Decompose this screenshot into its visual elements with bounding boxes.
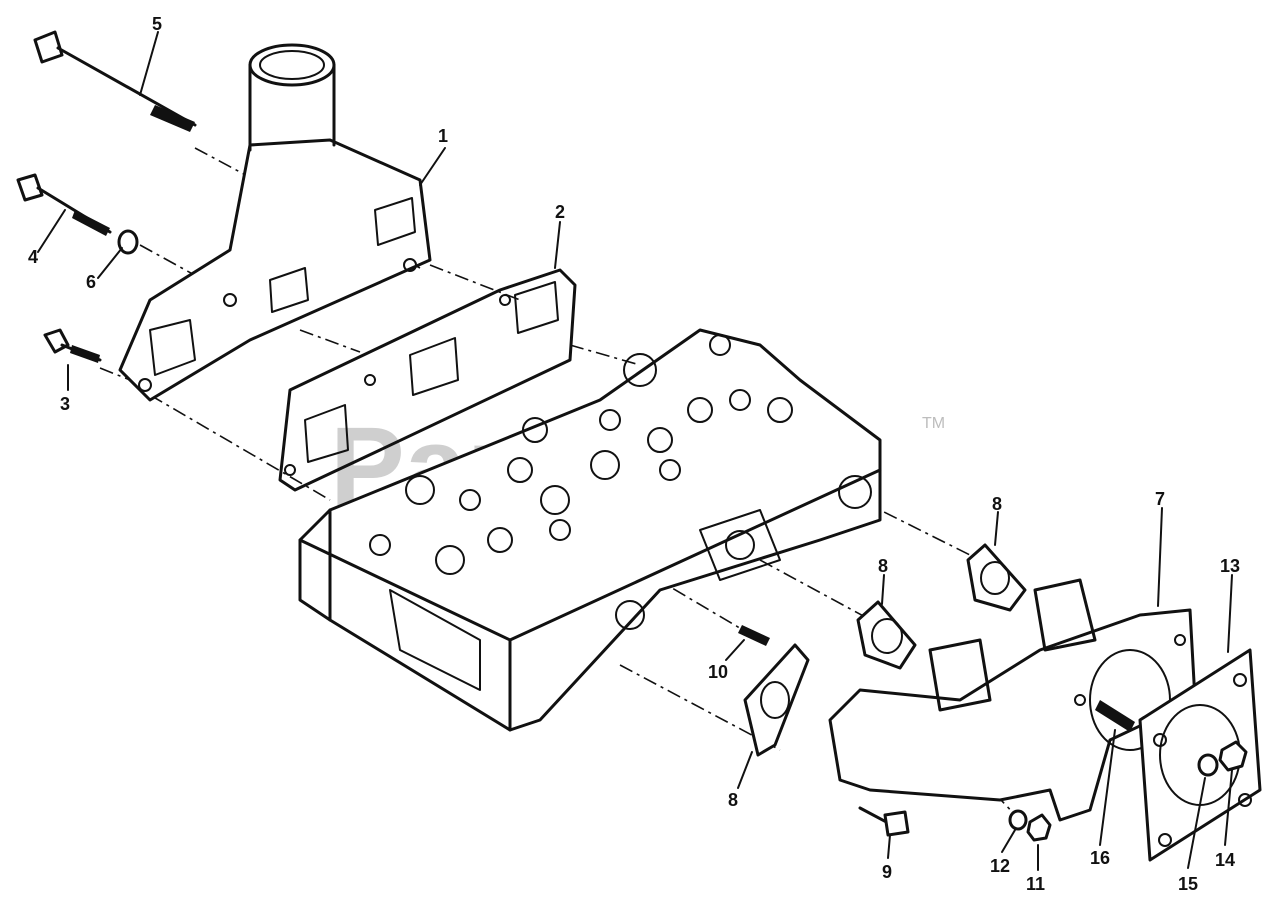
bolt-3 bbox=[43, 328, 102, 363]
callout-8-middle: 8 bbox=[878, 556, 888, 576]
flange-gasket bbox=[1138, 648, 1262, 862]
stud-16 bbox=[1095, 700, 1135, 732]
callout-leaders bbox=[37, 31, 1233, 871]
callout-7: 7 bbox=[1155, 489, 1165, 509]
cylinder-head bbox=[298, 328, 882, 732]
stud-10 bbox=[738, 625, 770, 646]
port-gasket-lower bbox=[743, 643, 810, 757]
bolt-4 bbox=[16, 173, 112, 236]
washer-12 bbox=[1008, 809, 1028, 831]
washer-15 bbox=[1197, 753, 1219, 777]
callout-2: 2 bbox=[555, 202, 565, 222]
washer-6 bbox=[117, 229, 139, 255]
intake-gasket bbox=[278, 268, 577, 492]
callout-14: 14 bbox=[1215, 850, 1235, 870]
bolt-9 bbox=[858, 806, 910, 837]
callout-13: 13 bbox=[1220, 556, 1240, 576]
port-gasket-upper bbox=[966, 543, 1027, 612]
bolt-5 bbox=[33, 30, 197, 132]
callout-8-lower: 8 bbox=[728, 790, 738, 810]
callout-1: 1 bbox=[438, 126, 448, 146]
callout-9: 9 bbox=[882, 862, 892, 882]
nut-11 bbox=[1026, 813, 1052, 842]
callout-5: 5 bbox=[152, 14, 162, 34]
callout-10: 10 bbox=[708, 662, 728, 682]
callout-numbers: 1 2 3 4 5 6 7 8 8 8 9 10 11 12 13 14 15 … bbox=[28, 14, 1240, 894]
port-gasket-middle bbox=[856, 600, 917, 670]
callout-8-upper: 8 bbox=[992, 494, 1002, 514]
callout-11: 11 bbox=[1026, 874, 1045, 894]
head-bolt-holes bbox=[369, 334, 793, 575]
callout-15: 15 bbox=[1178, 874, 1198, 894]
nut-14 bbox=[1218, 740, 1248, 772]
callout-12: 12 bbox=[990, 856, 1010, 876]
callout-6: 6 bbox=[86, 272, 96, 292]
callout-4: 4 bbox=[28, 247, 38, 267]
watermark-trademark: TM bbox=[922, 415, 945, 432]
callout-3: 3 bbox=[60, 394, 70, 414]
callout-16: 16 bbox=[1090, 848, 1110, 868]
intake-manifold bbox=[118, 43, 432, 402]
